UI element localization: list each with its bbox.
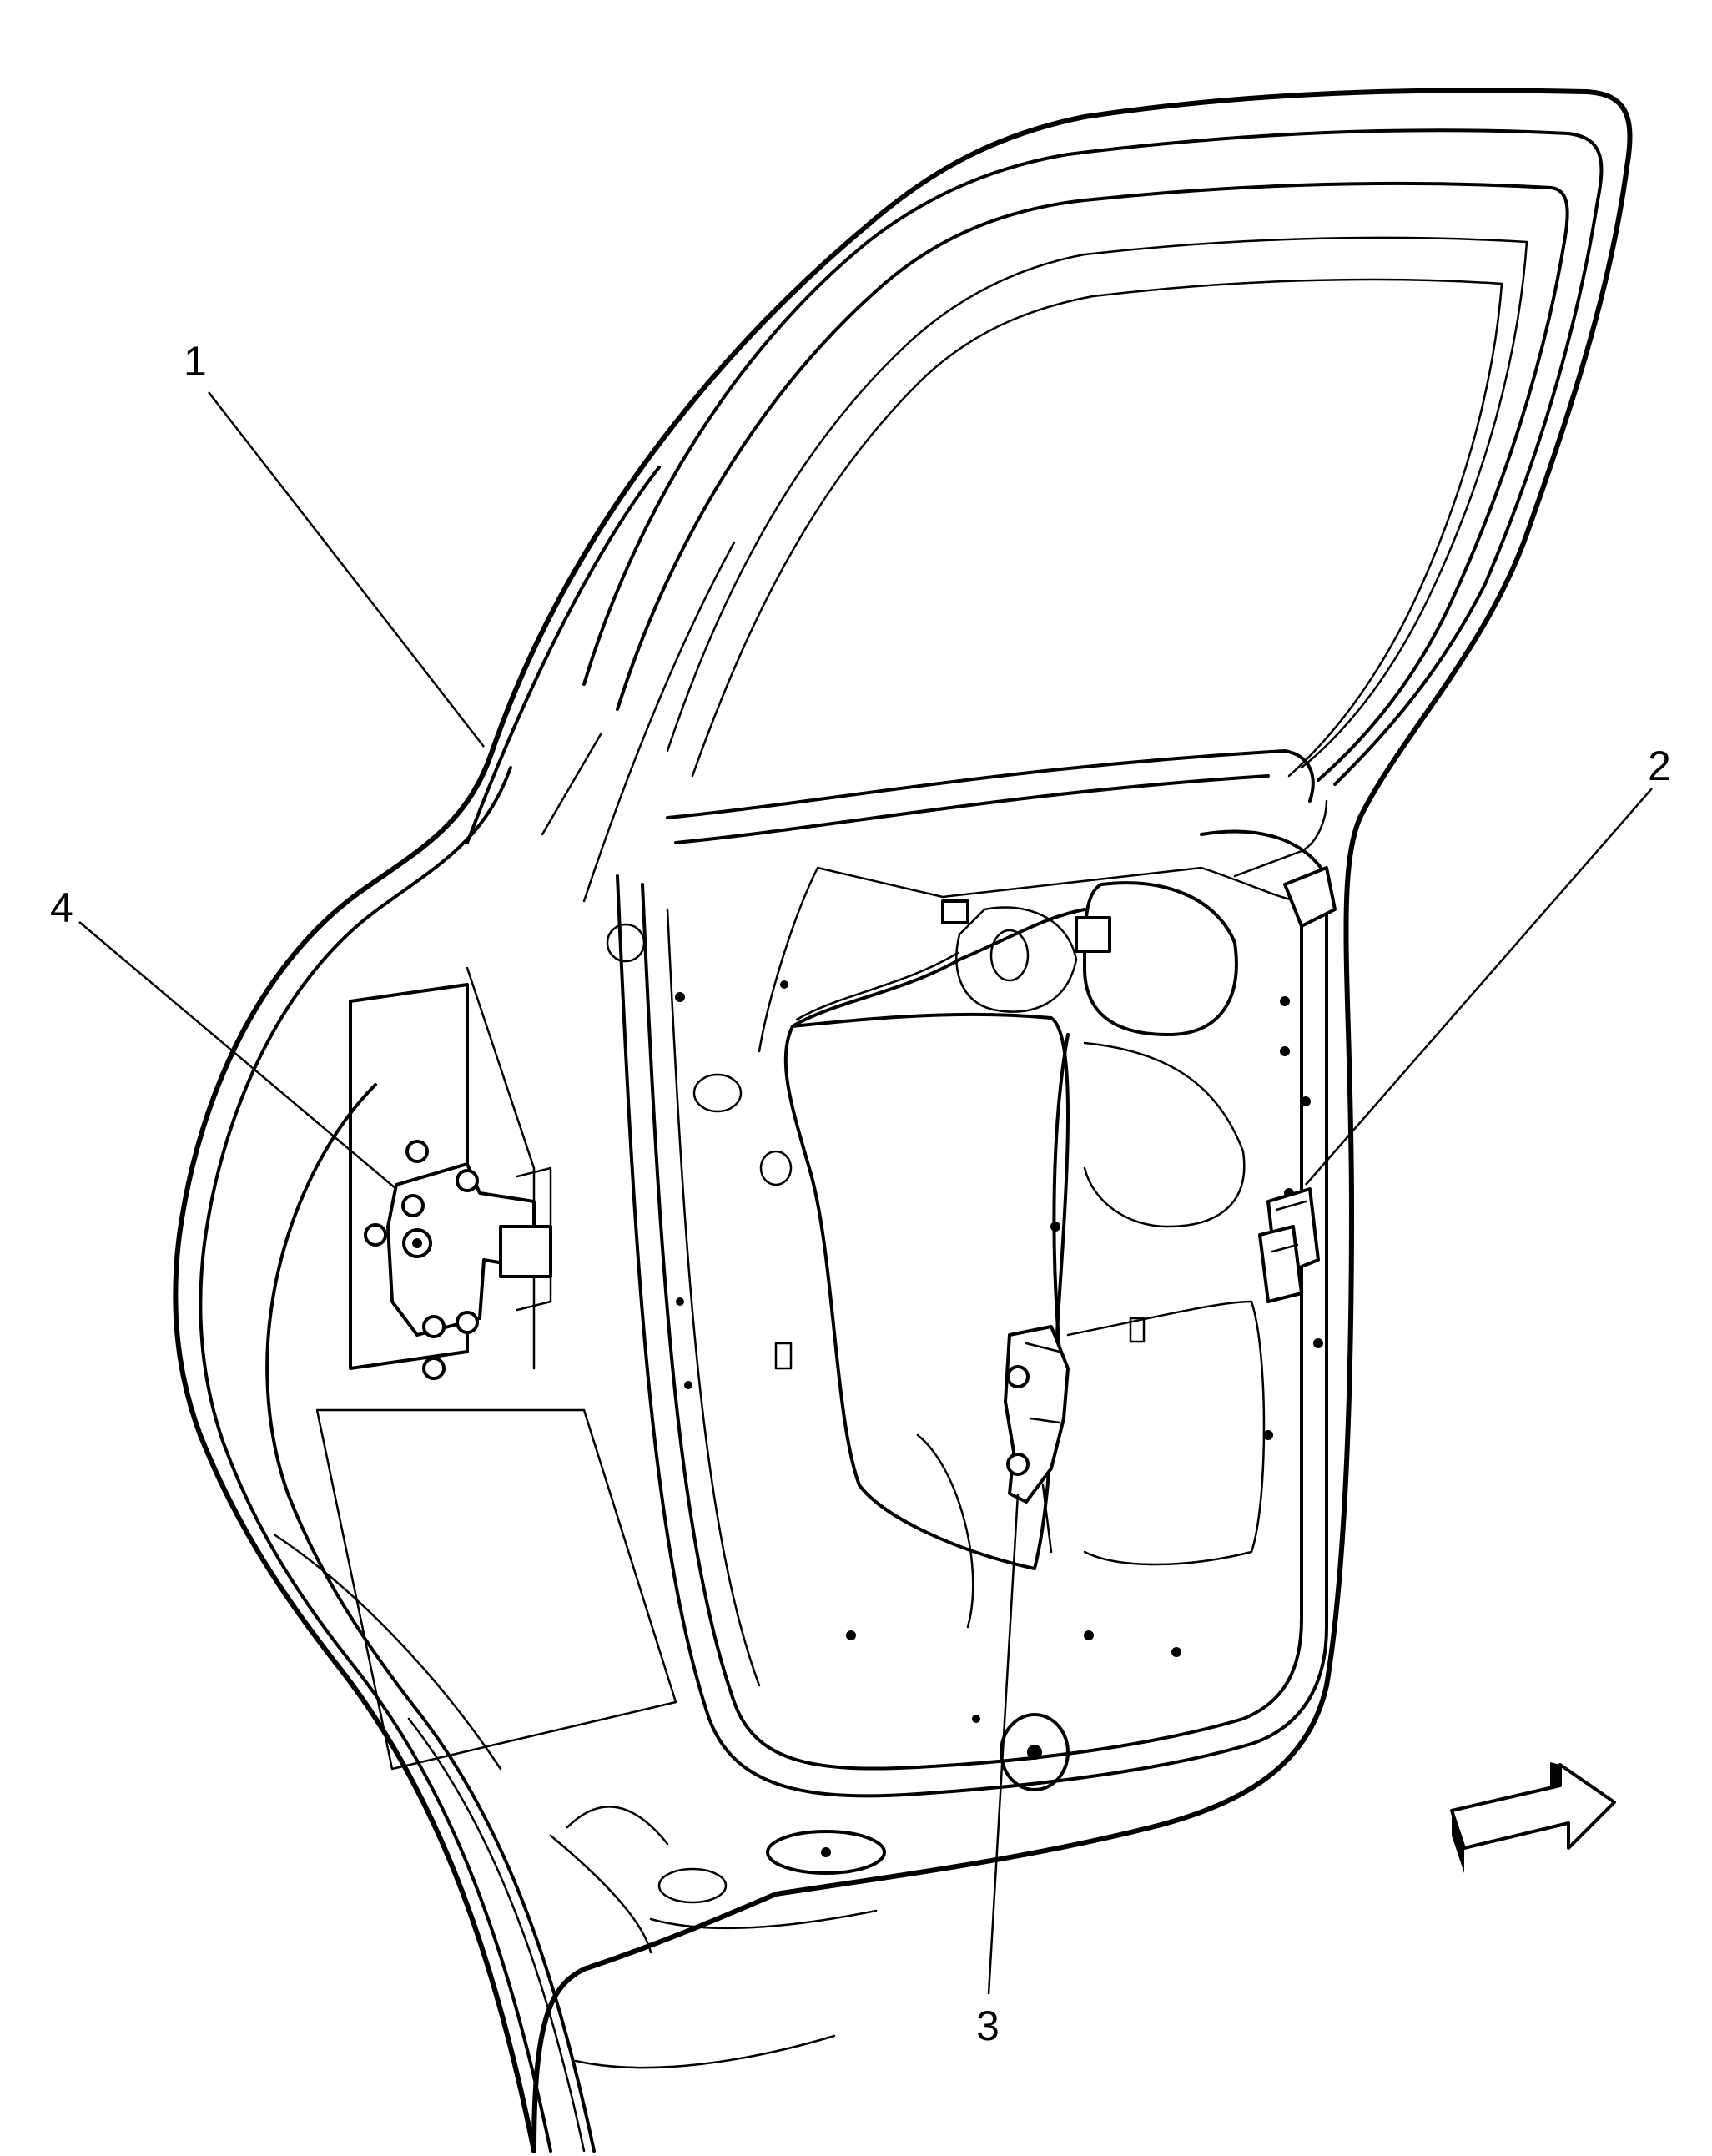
callout-3: 3 [976,2002,1000,2049]
inner-panel [274,829,1328,2069]
lock-switch [1258,1187,1320,1303]
hinge-assembly [349,966,552,1380]
leader-line-1 [208,391,485,748]
callout-4: 4 [50,884,73,931]
callout-2: 2 [1648,743,1671,789]
wiring-harness [758,799,1337,1353]
callout-labels: 1 2 3 4 [50,338,1671,2049]
leader-line-4 [78,921,397,1190]
arrow-forward-icon [1450,1762,1616,1873]
callout-1: 1 [184,338,207,385]
window-frame [466,128,1604,903]
lock-actuator [1004,1325,1070,1554]
leader-line-2 [1305,788,1653,1186]
door-frame [173,88,1633,2153]
leader-lines [78,391,1653,1995]
leader-line-3 [987,1493,1020,1995]
